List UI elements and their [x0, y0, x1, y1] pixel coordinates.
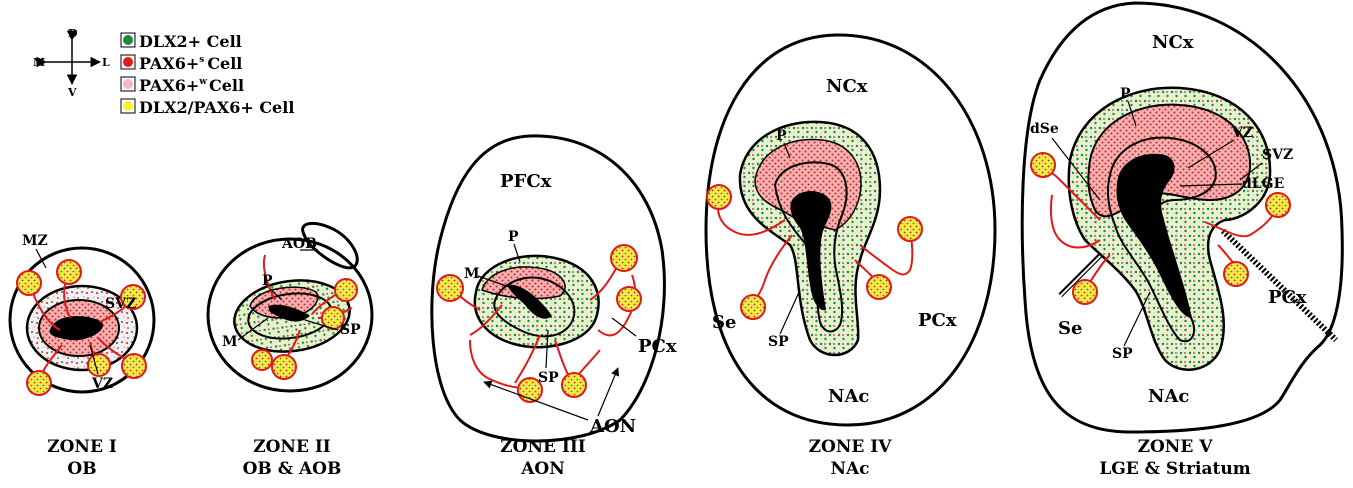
zone-5-svz-label: SVZ	[1262, 147, 1293, 163]
zone-2-p-label: P	[262, 273, 273, 289]
zone-5-dse-label: dSe	[1030, 121, 1059, 137]
migrating-cell	[1031, 153, 1055, 177]
migrating-cell	[1224, 262, 1248, 286]
migrating-cell	[617, 287, 641, 311]
zone-1-subtitle: OB	[67, 459, 96, 479]
migrating-cell	[707, 185, 731, 209]
zone-5-vz-label: VZ	[1231, 125, 1253, 141]
migrating-cell	[335, 279, 357, 301]
zone-3-aon-label: AON	[589, 416, 636, 437]
zone-4-pcx-label: PCx	[918, 310, 957, 331]
zone-5-pcx-label: PCx	[1268, 287, 1307, 308]
migrating-cell	[741, 295, 765, 319]
zone-3-diagram: PFCx P M SP PCx AON	[432, 136, 677, 441]
zone-4-sp-label: SP	[768, 334, 789, 350]
zone-5-diagram: NCx P VZ SVZ dSe dLGE Se SP PCx NAc	[1022, 3, 1342, 432]
compass-l-label: L	[102, 56, 110, 69]
migrating-cell	[437, 275, 463, 301]
zone-1-title: ZONE I	[47, 437, 117, 457]
compass-m-label: M	[33, 56, 45, 69]
migrating-cell	[252, 350, 272, 370]
zone-3-title: ZONE III	[500, 437, 586, 457]
zone-3-pfcx-label: PFCx	[500, 171, 552, 192]
zone-4-title: ZONE IV	[809, 437, 893, 457]
migrating-cell	[898, 217, 922, 241]
zone-5-title: ZONE V	[1138, 437, 1214, 457]
migrating-cell	[88, 354, 110, 376]
compass: D V M L	[33, 27, 110, 99]
zone-2-title: ZONE II	[253, 437, 331, 457]
zone-1-diagram: MZ SVZ VZ	[10, 233, 154, 395]
migrating-cell	[122, 354, 146, 378]
zone-3-sp-label: SP	[538, 370, 559, 386]
migrating-cell	[57, 260, 81, 284]
legend-dlx2-label: DLX2+ Cell	[139, 32, 242, 51]
zone-5-dlge-label: dLGE	[1242, 176, 1284, 192]
compass-d-label: D	[68, 27, 78, 40]
zone-5-nac-label: NAc	[1148, 386, 1189, 407]
zone-4-se-label: Se	[712, 312, 736, 333]
zone-2-subtitle: OB & AOB	[243, 459, 342, 479]
zone-4-ncx-label: NCx	[826, 76, 868, 97]
zone-5-p-label: P	[1120, 86, 1131, 102]
zone-2-sp-label: SP	[340, 322, 361, 338]
zone-4-diagram: NCx P Se SP PCx NAc	[706, 35, 995, 425]
legend-dlx2-pax6-label: DLX2/PAX6+ Cell	[139, 98, 294, 117]
zone-4-subtitle: NAc	[830, 459, 869, 479]
compass-v-label: V	[67, 86, 77, 99]
zone-1-vz-label: VZ	[91, 376, 113, 392]
migrating-cell	[867, 275, 891, 299]
zone-3-pcx-label: PCx	[638, 336, 677, 357]
migrating-cell	[272, 355, 296, 379]
zone-5-subtitle: LGE & Striatum	[1099, 459, 1250, 479]
zone-4-nac-label: NAc	[828, 386, 869, 407]
zone-2-diagram: AOB P M SP	[208, 223, 372, 391]
zone-3-m-label: M	[464, 266, 480, 282]
migrating-cell	[562, 373, 586, 397]
zone-5-se-label: Se	[1058, 318, 1082, 339]
zone-1-mz-label: MZ	[22, 233, 48, 249]
zone-2-m-label: M	[222, 334, 238, 350]
zone-1-svz-label: SVZ	[105, 296, 136, 312]
migrating-cell	[1073, 280, 1097, 304]
zone-5-sp-label: SP	[1112, 346, 1133, 362]
migrating-cell	[27, 371, 51, 395]
zone-3-p-label: P	[508, 229, 519, 245]
migrating-cell	[17, 271, 41, 295]
migrating-cell	[611, 245, 637, 271]
zone-3-subtitle: AON	[520, 459, 565, 479]
zone-4-p-label: P	[776, 128, 787, 144]
migrating-cell	[1266, 193, 1290, 217]
zone-5-ncx-label: NCx	[1152, 32, 1194, 53]
